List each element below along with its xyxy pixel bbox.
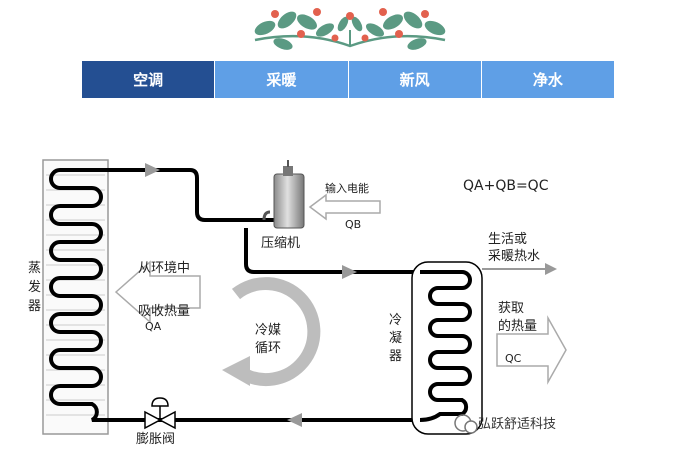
watermark: 弘跃舒适科技 [454, 414, 556, 434]
watermark-text: 弘跃舒适科技 [478, 417, 556, 432]
flow-arrow-mid [342, 265, 357, 279]
qc-label: QC [505, 352, 522, 365]
hot-water-label-2: 采暖热水 [488, 249, 540, 264]
evaporator-label-1: 蒸 [28, 261, 41, 276]
absorb-heat-label: 吸收热量 [138, 304, 190, 319]
refrigerant-cycle-label-2: 循环 [255, 341, 281, 356]
tab-air-conditioning[interactable]: 空调 [82, 61, 216, 98]
gained-heat-label-1: 获取 [498, 301, 524, 316]
refrigerant-cycle-label-1: 冷媒 [255, 323, 281, 338]
heat-balance-equation: QA+QB=QC [463, 178, 549, 194]
absorb-heat-arrow [114, 260, 201, 324]
expansion-valve [144, 397, 176, 430]
heat-pump-diagram: 蒸 发 器 压缩机 输入电能 QB QA+QB=QC 从环境中 吸收热量 QA … [28, 159, 567, 447]
flow-arrow-bottom [287, 413, 302, 427]
compressor [262, 160, 305, 229]
qb-label: QB [345, 218, 361, 231]
gained-heat-arrow [496, 315, 567, 385]
category-tabs: 空调 采暖 新风 净水 [82, 61, 614, 98]
condenser-coil [419, 270, 472, 422]
tab-water-purification[interactable]: 净水 [481, 61, 614, 98]
hot-water-arrowhead [545, 263, 557, 275]
expansion-valve-label: 膨胀阀 [136, 432, 175, 447]
hot-water-label-1: 生活或 [488, 232, 527, 247]
refrigerant-cycle-arrow [222, 277, 321, 387]
tab-heating[interactable]: 采暖 [215, 61, 349, 98]
qa-label: QA [145, 320, 162, 333]
condenser-label-2: 凝 [389, 330, 402, 346]
gained-heat-label-2: 的热量 [498, 318, 537, 334]
flow-arrow-top [145, 163, 160, 177]
from-environment-label: 从环境中 [138, 261, 190, 276]
decorative-leaf-branch [254, 8, 446, 50]
condenser [411, 261, 483, 435]
compressor-label: 压缩机 [261, 235, 300, 251]
tab-fresh-air[interactable]: 新风 [348, 61, 482, 98]
condenser-label-3: 器 [389, 349, 402, 364]
condenser-label-1: 冷 [389, 313, 402, 328]
evaporator-label-2: 发 [28, 279, 41, 295]
input-energy-label: 输入电能 [325, 181, 369, 195]
evaporator-coil [49, 168, 108, 422]
input-energy-arrow [308, 193, 381, 221]
evaporator [42, 159, 109, 435]
flow-arrows [145, 163, 357, 427]
evaporator-label-3: 器 [28, 299, 41, 314]
